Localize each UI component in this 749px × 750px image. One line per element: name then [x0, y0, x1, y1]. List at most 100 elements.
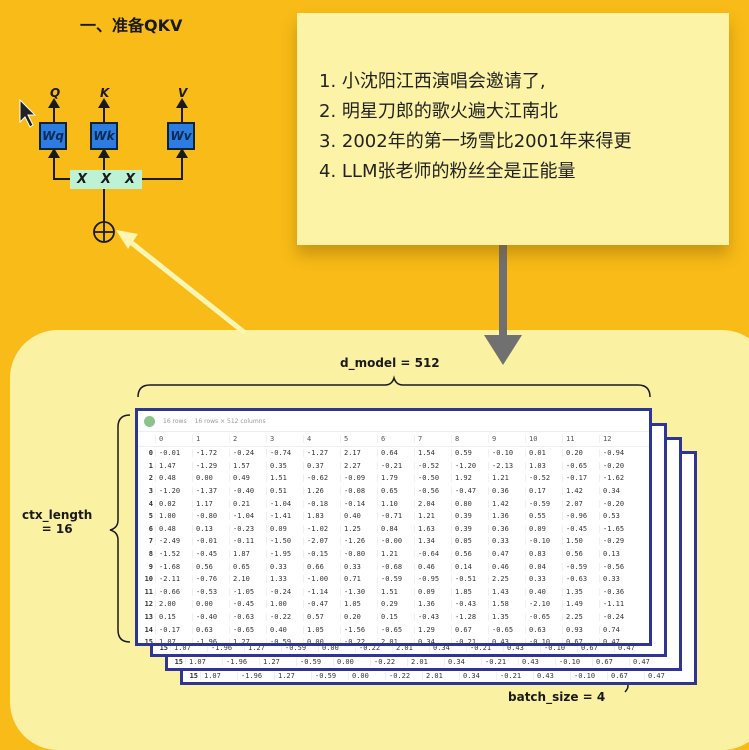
table-cell: 1.00	[266, 600, 303, 609]
table-cell: -1.28	[451, 613, 488, 622]
row-index: 15	[144, 638, 153, 646]
table-cell: 1.36	[414, 600, 451, 609]
table-cell: 0.67	[451, 625, 488, 634]
table-cell: -0.20	[599, 499, 636, 508]
table-cell: 1.35	[488, 613, 525, 622]
table-cell: 2.01	[422, 671, 459, 680]
table-cell: 0.63	[525, 625, 562, 634]
column-header[interactable]: 6	[377, 435, 414, 443]
d-model-brace	[137, 375, 651, 398]
table-cell: 0.33	[525, 575, 562, 584]
table-cell: 0.36	[488, 524, 525, 533]
table-cell: -0.66	[155, 587, 192, 596]
arrowheads	[48, 98, 188, 158]
table-cell: 0.67	[562, 638, 599, 643]
table-cell: 0.47	[488, 550, 525, 559]
table-cell: 0.55	[525, 512, 562, 521]
table-cell: 0.74	[599, 625, 636, 634]
table-cell: -1.96	[237, 671, 274, 680]
column-header[interactable]: 11	[562, 435, 599, 443]
table-cell: 1.58	[488, 600, 525, 609]
ctx-length-brace	[109, 414, 131, 643]
table-cell: 0.15	[377, 613, 414, 622]
table-cell: 0.40	[525, 587, 562, 596]
table-cell: 0.20	[562, 449, 599, 458]
table-cell: -0.10	[540, 643, 577, 652]
table-cell: -0.65	[488, 625, 525, 634]
column-header[interactable]: 12	[599, 435, 636, 443]
table-cell: -1.04	[229, 512, 266, 521]
table-cell: 0.00	[348, 671, 385, 680]
table-cell: 0.33	[340, 562, 377, 571]
table-cell: 0.09	[266, 524, 303, 533]
table-cell: -0.10	[570, 671, 607, 680]
table-cell: 1.51	[266, 474, 303, 483]
batch-size-label: batch_size = 4	[508, 690, 606, 704]
table-cell: -0.24	[599, 613, 636, 622]
pointer-arrow	[116, 230, 247, 335]
row-index: 3	[148, 487, 153, 496]
table-cell: 0.39	[451, 512, 488, 521]
table-cell: -0.22	[370, 657, 407, 666]
table-cell: 0.56	[192, 562, 229, 571]
table-cell: -1.95	[266, 550, 303, 559]
column-header[interactable]: 8	[451, 435, 488, 443]
table-cell: -0.95	[414, 575, 451, 584]
table-cell: -2.10	[525, 600, 562, 609]
input-x: X	[76, 172, 88, 187]
table-cell: -0.01	[155, 449, 192, 458]
table-cell: 1.26	[303, 487, 340, 496]
column-header[interactable]: 4	[303, 435, 340, 443]
column-header[interactable]: 2	[229, 435, 266, 443]
column-header[interactable]: 1	[192, 435, 229, 443]
table-cell: 0.34	[599, 487, 636, 496]
column-header[interactable]: 0	[155, 435, 192, 443]
table-cell: -0.00	[377, 537, 414, 546]
column-header[interactable]: 9	[488, 435, 525, 443]
table-cell: -0.63	[229, 613, 266, 622]
column-header[interactable]: 7	[414, 435, 451, 443]
table-cell: 1.27	[229, 638, 266, 643]
table-cell: -0.47	[303, 600, 340, 609]
table-cell: 0.59	[451, 449, 488, 458]
table-cell: 1.05	[340, 600, 377, 609]
column-header[interactable]: 10	[525, 435, 562, 443]
table-cell: 0.05	[451, 537, 488, 546]
rows-select[interactable]: 16 rows	[163, 417, 187, 425]
column-header[interactable]: 3	[266, 435, 303, 443]
table-cell: 0.13	[192, 524, 229, 533]
table-cell: 1.17	[192, 499, 229, 508]
table-cell: -1.20	[451, 461, 488, 470]
table-cell: 0.43	[518, 657, 555, 666]
column-header[interactable]: 5	[340, 435, 377, 443]
table-cell: -1.52	[155, 550, 192, 559]
table-cell: 2.17	[340, 449, 377, 458]
table-cell: -0.22	[355, 643, 392, 652]
table-cell: -0.53	[192, 587, 229, 596]
table-cell: 0.34	[459, 671, 496, 680]
table-cell: 0.40	[340, 512, 377, 521]
note-line: 1. 小沈阳江西演唱会邀请了,	[319, 71, 546, 92]
table-cell: 1.25	[340, 524, 377, 533]
table-cell: 1.07	[155, 638, 192, 643]
table-cell: 0.71	[340, 575, 377, 584]
table-cell: 0.47	[614, 643, 651, 652]
table-cell: 0.36	[488, 487, 525, 496]
table-cell: 2.07	[562, 499, 599, 508]
table-cell: -0.45	[192, 550, 229, 559]
table-cell: 0.65	[229, 562, 266, 571]
table-cell: -1.30	[340, 587, 377, 596]
table-cell: 1.27	[244, 643, 281, 652]
table-cell: -0.59	[311, 671, 348, 680]
table-cell: -0.43	[414, 613, 451, 622]
table-cell: 0.48	[155, 524, 192, 533]
table-cell: -0.65	[377, 625, 414, 634]
table-cell: 0.64	[377, 449, 414, 458]
